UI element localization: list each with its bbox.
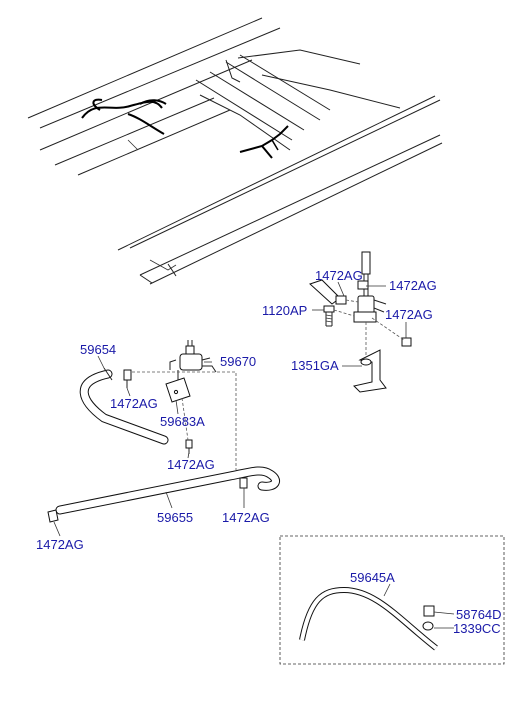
bracket-59683a xyxy=(165,377,191,403)
clip-1472ag-right xyxy=(401,337,412,347)
label-1472ag-e: 1472AG xyxy=(315,268,363,283)
clip-1472ag-top xyxy=(357,280,369,290)
clip-58764d xyxy=(423,605,435,617)
label-1472ag-b: 1472AG xyxy=(167,457,215,472)
label-58764d: 58764D xyxy=(456,607,502,622)
right-bracket-assembly xyxy=(309,251,412,393)
clip-left-hose xyxy=(47,509,59,523)
valve-body xyxy=(357,295,375,315)
label-59654: 59654 xyxy=(80,342,116,357)
label-59655: 59655 xyxy=(157,510,193,525)
frame-hose-routing xyxy=(81,98,289,159)
label-1472ag-f: 1472AG xyxy=(389,278,437,293)
clip-mid xyxy=(185,439,193,449)
label-1472ag-c: 1472AG xyxy=(222,510,270,525)
label-1351ga: 1351GA xyxy=(291,358,339,373)
label-59683a: 59683A xyxy=(160,414,205,429)
label-1120ap: 1120AP xyxy=(262,303,307,318)
label-1472ag-a: 1472AG xyxy=(110,396,158,411)
clip-59654 xyxy=(123,369,132,381)
label-59645a: 59645A xyxy=(350,570,395,585)
clip-1472ag-left xyxy=(335,295,347,305)
label-59670: 59670 xyxy=(220,354,256,369)
vehicle-frame xyxy=(27,17,443,285)
label-1472ag-d: 1472AG xyxy=(36,537,84,552)
clip-right-hose xyxy=(239,477,248,489)
label-1472ag-g: 1472AG xyxy=(385,307,433,322)
valve-59670 xyxy=(179,353,203,371)
inset-box xyxy=(279,535,505,665)
nut-1339cc xyxy=(422,621,434,631)
label-1339cc: 1339CC xyxy=(453,621,501,636)
leader-lines xyxy=(53,281,455,629)
vapor-line-assembly xyxy=(47,340,280,523)
